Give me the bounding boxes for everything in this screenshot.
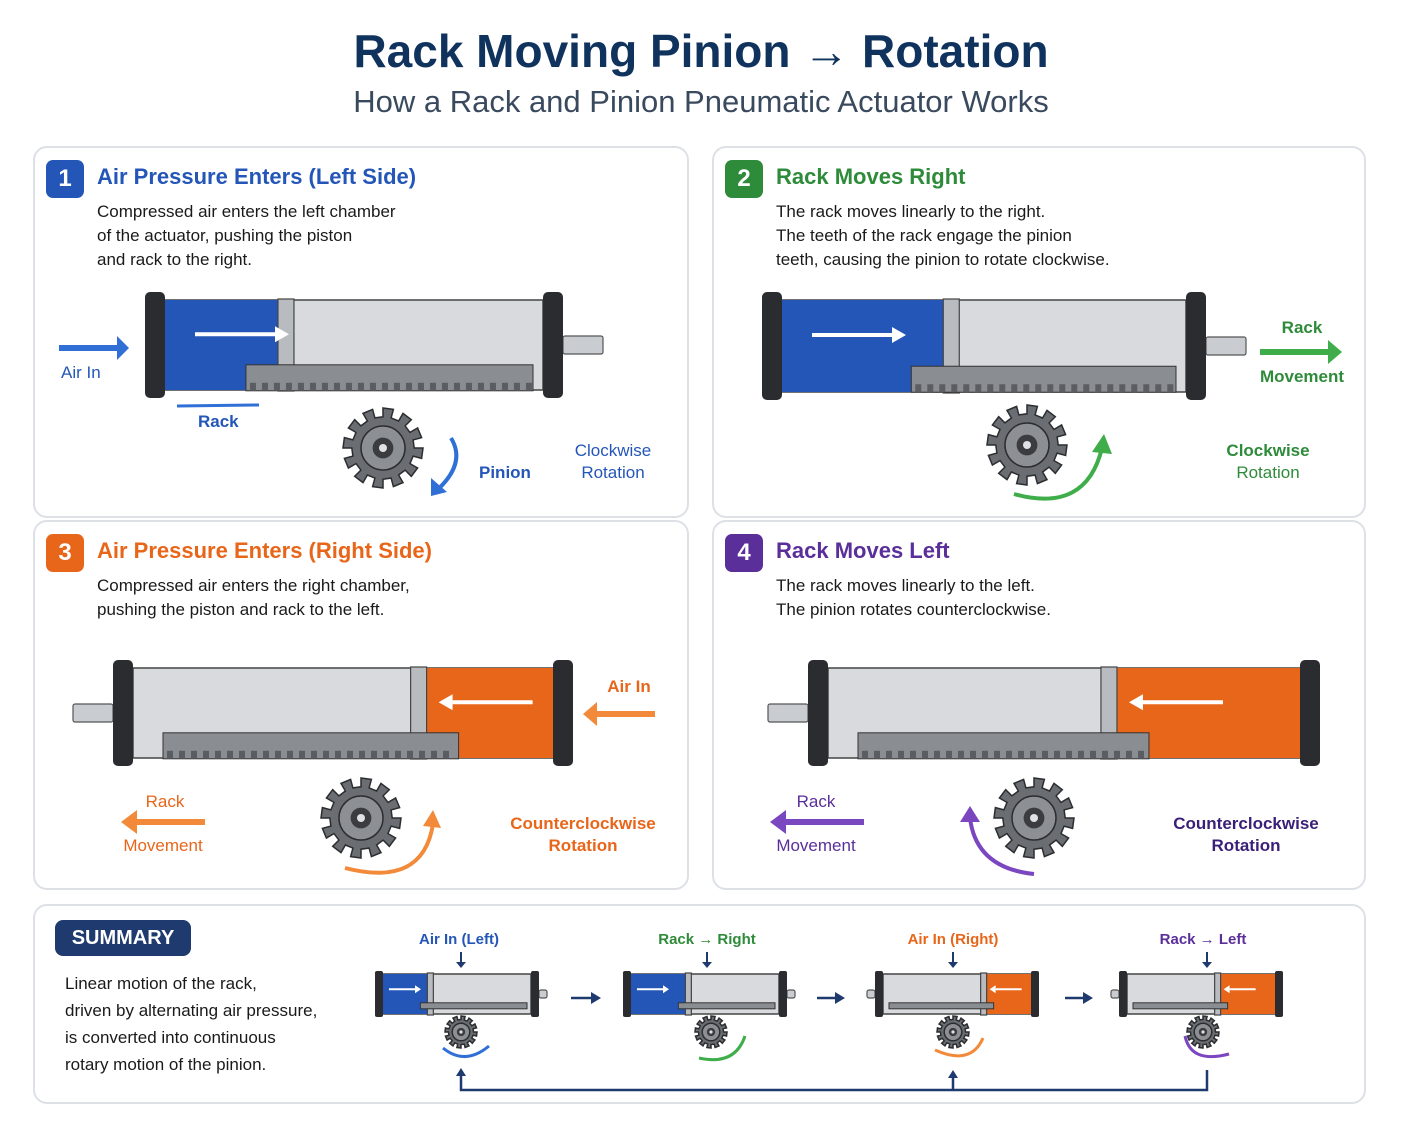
summary-rotation-3: [934, 1037, 985, 1058]
step-4-panel: 4 Rack Moves Left The rack moves linearl…: [712, 520, 1366, 890]
page-subtitle: How a Rack and Pinion Pneumatic Actuator…: [353, 84, 1049, 119]
rotation-label-2a: Clockwise: [1226, 441, 1310, 460]
clockwise-arrowhead-2: [1092, 434, 1112, 454]
summary-caption-3: Air In (Right): [907, 931, 999, 948]
summary-caption-2: Rack → Right: [658, 931, 756, 948]
actuator-cylinder-4: [767, 660, 1320, 766]
step-4-title: Rack Moves Left: [776, 538, 950, 563]
step-2-actuator-diagram: [762, 292, 1342, 501]
actuator-cylinder-1: [145, 292, 604, 398]
rack-movement-label-2a: Rack: [1281, 318, 1323, 337]
clockwise-arrow-2: [1013, 447, 1104, 501]
summary-text: Linear motion of the rack, driven by alt…: [65, 974, 318, 1074]
gear-center: [1023, 441, 1031, 449]
counterclockwise-arrow-4: [968, 817, 1035, 876]
summary-actuator-3: [866, 971, 1039, 1017]
rack-label-1: Rack: [198, 412, 239, 431]
gear-center: [951, 1030, 955, 1034]
gear-center: [379, 444, 387, 452]
rotation-label-1a: Clockwise: [574, 441, 652, 460]
step-1-actuator-diagram: [59, 292, 604, 496]
rotation-label-4b: Rotation: [1211, 836, 1281, 855]
gear-center: [1201, 1030, 1205, 1034]
summary-caption-4: Rack → Left: [1159, 931, 1247, 948]
clockwise-arrowhead-1: [431, 478, 447, 496]
step-1-title: Air Pressure Enters (Left Side): [97, 164, 417, 189]
step-4-description: The rack moves linearly to the left. The…: [776, 576, 1051, 619]
summary-actuator-2: [623, 971, 796, 1017]
summary-gear-4: [1186, 1015, 1220, 1049]
air-in-arrowhead-3: [583, 702, 597, 726]
summary-panel: SUMMARY Linear motion of the rack, drive…: [33, 904, 1366, 1104]
gear-center: [459, 1030, 463, 1034]
actuator-cylinder-2: [762, 292, 1247, 400]
step-2-panel: 2 Rack Moves Right The rack moves linear…: [712, 146, 1366, 518]
rotation-label-3b: Rotation: [548, 836, 618, 855]
summary-caption-1: Air In (Left): [419, 931, 499, 948]
rack-movement-arrowhead-2: [1328, 340, 1342, 364]
rack-underline: [176, 403, 260, 408]
summary-actuator-1: [375, 971, 548, 1017]
pinion-gear-1: [342, 407, 424, 489]
summary-gear-2: [694, 1015, 728, 1049]
rack-movement-arrowhead-3: [121, 810, 137, 834]
rack-movement-label-3b: Movement: [123, 836, 203, 855]
step-1-description: Compressed air enters the left chamber o…: [97, 202, 396, 269]
step-1-badge: 1: [46, 160, 84, 198]
summary-gear-3: [936, 1015, 970, 1049]
step-4-actuator-diagram: [767, 660, 1320, 876]
step-3-badge: 3: [46, 534, 84, 572]
summary-actuator-4: [1110, 971, 1283, 1017]
rotation-label-1b: Rotation: [581, 463, 645, 482]
rack-movement-arrowhead-4: [770, 810, 786, 834]
rack-movement-label-4a: Rack: [796, 792, 836, 811]
clockwise-arrow-1: [433, 436, 459, 494]
counterclockwise-arrowhead-3: [423, 810, 441, 828]
step-3-actuator-diagram: [72, 660, 655, 875]
summary-gear-1: [444, 1015, 478, 1049]
step-3-description: Compressed air enters the right chamber,…: [97, 576, 410, 619]
pinion-gear-3: [320, 777, 402, 859]
step-2-title: Rack Moves Right: [776, 164, 966, 189]
step-1-panel: 1 Air Pressure Enters (Left Side) Compre…: [33, 146, 689, 518]
counterclockwise-arrowhead-4: [960, 806, 980, 822]
step-3-panel: 3 Air Pressure Enters (Right Side) Compr…: [33, 520, 689, 890]
summary-badge: SUMMARY: [55, 920, 191, 956]
gear-center: [357, 814, 365, 822]
step-2-description: The rack moves linearly to the right. Th…: [776, 202, 1110, 269]
air-in-label-1: Air In: [61, 363, 101, 382]
air-in-label-3: Air In: [607, 677, 651, 696]
rotation-label-4a: Counterclockwise: [1173, 814, 1319, 833]
rack-movement-label-4b: Movement: [776, 836, 856, 855]
summary-rotation-1: [442, 1044, 490, 1058]
gear-center: [709, 1030, 713, 1034]
pinion-gear-4: [993, 777, 1075, 859]
page-title: Rack Moving Pinion → Rotation: [353, 25, 1049, 77]
summary-rotation-2: [698, 1035, 747, 1062]
rack-movement-label-2b: Movement: [1259, 367, 1345, 386]
gear-center: [1030, 814, 1038, 822]
rotation-label-2b: Rotation: [1236, 463, 1300, 482]
step-2-badge: 2: [725, 160, 763, 198]
air-in-arrowhead-1: [117, 336, 129, 360]
summary-rotation-4: [1183, 1035, 1230, 1059]
rack-movement-label-3a: Rack: [145, 792, 185, 811]
summary-cycle-diagram: [375, 952, 1283, 1092]
step-4-badge: 4: [725, 534, 763, 572]
actuator-cylinder-3: [72, 660, 573, 766]
counterclockwise-arrow-3: [344, 823, 435, 875]
step-3-title: Air Pressure Enters (Right Side): [97, 538, 432, 563]
pinion-gear-2: [986, 404, 1068, 486]
pinion-label-1: Pinion: [479, 463, 531, 482]
rotation-label-3a: Counterclockwise: [510, 814, 656, 833]
